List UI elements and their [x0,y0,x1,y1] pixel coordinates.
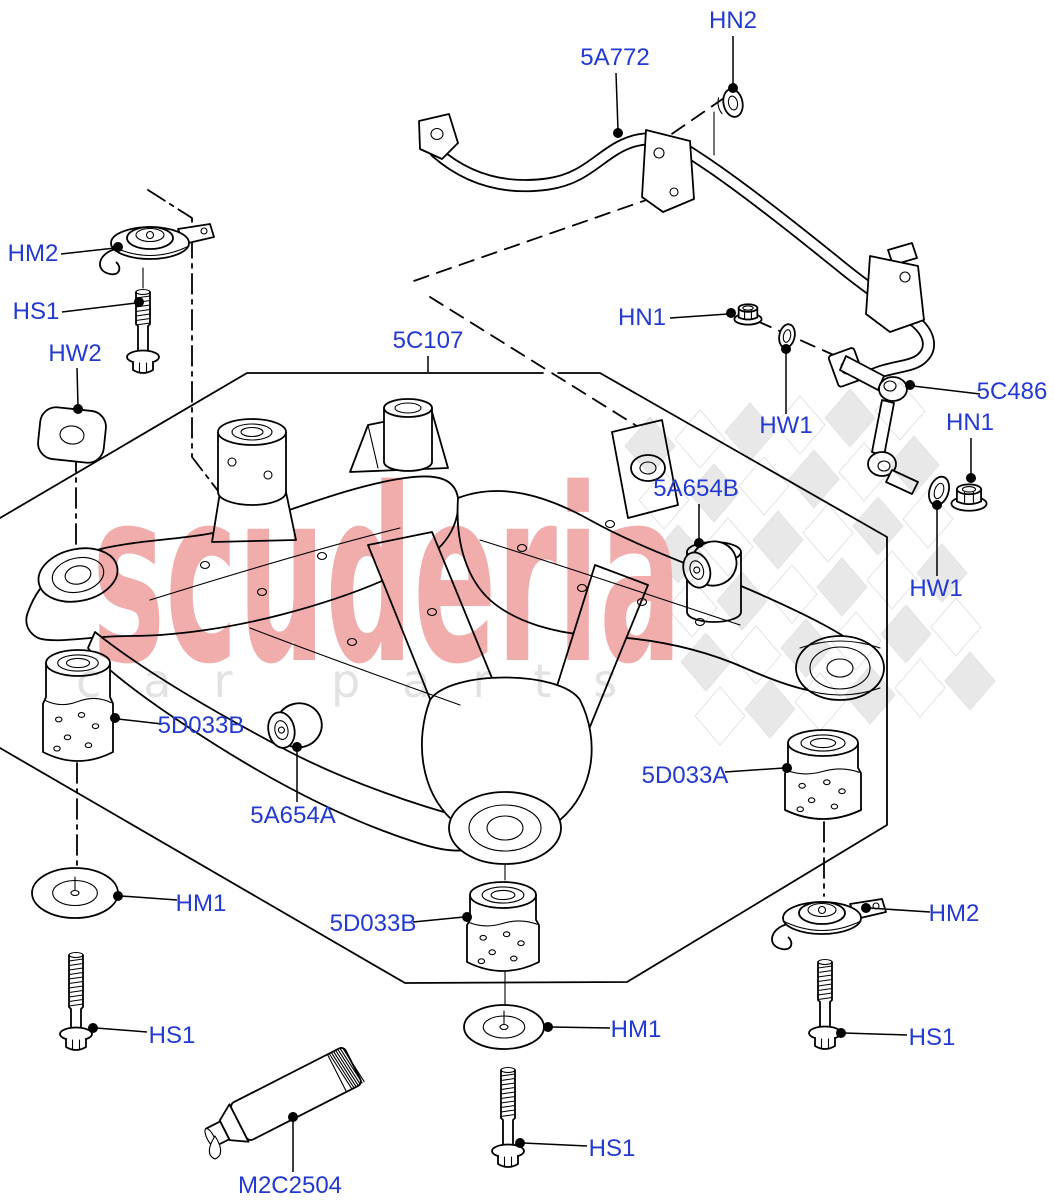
watermark-subtext: car parts [76,654,659,708]
part-label-hn1-a: HN1 [618,304,736,331]
part-label-hn1-b: HN1 [946,409,994,483]
part-label-m2c2504: M2C2504 [238,1112,342,1199]
part-code-text: 5A654A [250,802,335,829]
nut-hn1-b [950,483,988,512]
part-label-hn2: HN2 [709,7,757,93]
part-code-text: 5C486 [977,378,1048,405]
sealant-tube-m2c2504 [204,1047,365,1160]
washer-hw1-a [778,323,796,349]
part-label-5c107: 5C107 [393,327,464,372]
part-label-5c486: 5C486 [905,378,1047,405]
part-label-hm2-left: HM2 [8,240,123,267]
part-label-hm1-left: HM1 [113,890,226,917]
part-label-hw1-a: HW1 [759,344,813,439]
part-label-5d033b-bottom: 5D033B [330,910,472,937]
part-code-text: HN2 [709,7,757,34]
isometric-plane-lines [0,372,888,984]
bolt-hs1-bottom-center [491,1066,525,1168]
part-label-hs1-bc: HS1 [515,1135,635,1162]
part-code-text: 5A654B [653,475,738,502]
part-code-text: HW1 [759,412,812,439]
diagram-art [0,88,988,1168]
part-code-text: HW2 [48,340,101,367]
bushing-5a654a [267,702,323,749]
stabilizer-bar-drawing [418,113,935,388]
crossmember-holes [199,519,706,647]
washer-hm1-bottom [463,1004,545,1050]
part-code-text: HS1 [149,1022,196,1049]
part-code-text: 5C107 [393,327,464,354]
part-label-hs1-bl: HS1 [88,1022,195,1049]
washer-hm1-left [31,867,119,919]
part-code-text: HW1 [909,575,962,602]
watermark-brand-text: scuderia [92,437,682,717]
part-label-hw2: HW2 [48,340,102,414]
part-code-text: HN1 [618,304,666,331]
part-code-text: HM2 [8,240,59,267]
part-code-text: HM2 [929,900,980,927]
bushing-5d033a [784,729,862,820]
bolt-hs1-bottom-left [59,951,93,1051]
part-code-text: 5D033B [158,712,245,739]
part-label-5a772: 5A772 [580,44,650,138]
part-code-text: 5A772 [580,44,649,71]
part-code-text: HN1 [946,409,994,436]
part-label-hw1-b: HW1 [909,500,963,602]
part-label-5a654b: 5A654B [653,475,739,548]
part-label-hm2-right: HM2 [861,900,979,927]
part-label-5d033a: 5D033A [642,762,792,789]
watermark: scuderia car parts [76,381,996,746]
nut-hn1-a [733,303,763,326]
part-label-5a654a: 5A654A [250,742,336,829]
part-code-text: HS1 [13,298,60,325]
bushing-5d033b-left [42,649,114,762]
part-code-text: 5D033A [642,762,729,789]
part-label-hs1-left: HS1 [13,297,144,325]
part-label-5d033b-left: 5D033B [110,712,244,739]
bushing-5a654b [682,540,738,589]
part-code-text: HS1 [589,1135,636,1162]
part-label-hs1-br: HS1 [836,1024,955,1051]
part-code-text: HS1 [909,1024,956,1051]
bushing-5d033b-bottom [466,881,540,972]
part-code-text: HM1 [611,1016,662,1043]
mount-retainer-hm2-left [99,223,215,276]
bolt-hs1-bottom-right [808,958,842,1050]
construction-lines [75,97,837,1011]
part-label-hm1-bottom: HM1 [543,1016,661,1043]
checkered-flag-watermark [624,381,996,746]
exploded-parts [31,88,988,1168]
part-code-text: HM1 [176,890,227,917]
part-code-text: 5D033B [330,910,417,937]
part-code-text: M2C2504 [238,1172,342,1199]
mount-retainer-hm2-right [771,898,887,951]
